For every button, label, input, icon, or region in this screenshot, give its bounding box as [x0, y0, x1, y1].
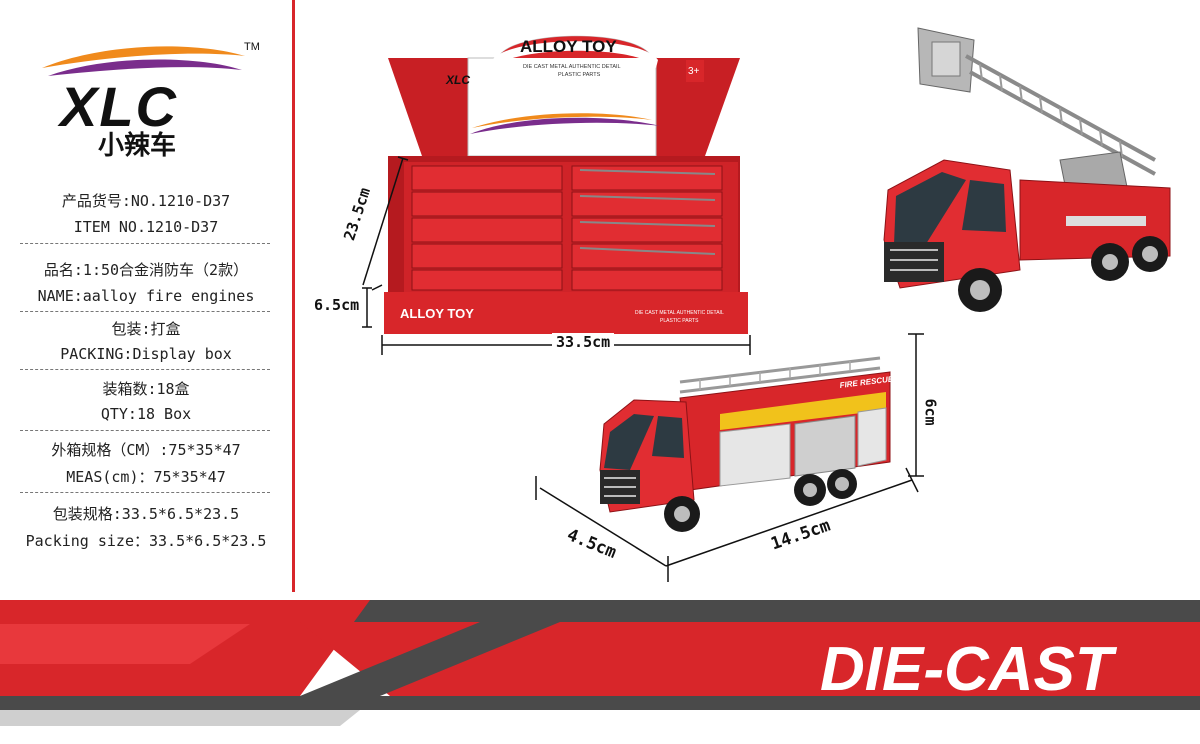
spec-meas-en: MEAS(cm)：75*35*47 [66, 468, 226, 486]
spec-packing-size-en: Packing size：33.5*6.5*23.5 [25, 532, 267, 550]
divider-line [292, 0, 295, 600]
spec-item-number-en: ITEM NO.1210-D37 [73, 218, 219, 236]
spec-meas-cn: 外箱规格（CM）:75*35*47 [51, 441, 241, 459]
box-front-panel [384, 292, 748, 334]
brand-logo: XLC TM 小辣车 [42, 41, 260, 161]
age-badge [686, 60, 704, 82]
box-front-subtitle: DIE CAST METAL AUTHENTIC DETAIL [635, 310, 724, 316]
spec-name-cn: 品名:1:50合金消防车（2款） [43, 261, 249, 279]
spec-packing-size-cn: 包装规格:33.5*6.5*23.5 [52, 505, 240, 523]
ladder-truck-image [883, 27, 1171, 312]
spec-packing-en: PACKING:Display box [60, 345, 232, 363]
truck-height-label: 6cm [921, 395, 940, 429]
logo-chinese-name: 小辣车 [98, 130, 176, 161]
boxed-trucks [411, 165, 723, 291]
age-badge-label: 3+ [688, 66, 700, 77]
die-cast-title: DIE-CAST [820, 635, 1118, 704]
box-lid-title: ALLOY TOY [520, 37, 617, 56]
fire-truck-wheels [664, 469, 857, 532]
logo-wordmark: XLC [57, 75, 178, 138]
ladder-truck-wheels [958, 236, 1168, 312]
spec-divider [20, 492, 270, 493]
display-box-illustration: ALLOY TOY DIE CAST METAL AUTHENTIC DETAI… [384, 35, 748, 334]
logo-swoosh-orange [42, 46, 245, 68]
box-width-label: 33.5cm [552, 333, 615, 351]
spec-qty-cn: 装箱数:18盒 [102, 380, 190, 398]
spec-name-en: NAME:aalloy fire engines [37, 287, 255, 305]
fire-truck-image: FIRE RESCUE [599, 356, 894, 532]
spec-divider [20, 369, 270, 370]
box-lid-subtitle: DIE CAST METAL AUTHENTIC DETAIL [523, 64, 621, 70]
box-lid-right-flap [655, 58, 740, 156]
box-mini-logo: XLC [445, 73, 470, 87]
box-lid-left-flap [388, 58, 470, 156]
box-front-subtitle-2: PLASTIC PARTS [660, 318, 699, 324]
logo-swoosh-purple [48, 59, 242, 76]
spec-item-number-cn: 产品货号:NO.1210-D37 [61, 192, 231, 210]
spec-divider [20, 430, 270, 431]
trademark-mark: TM [244, 41, 260, 53]
box-height-label: 6.5cm [314, 296, 360, 314]
box-lid-subtitle-2: PLASTIC PARTS [558, 72, 601, 78]
box-front-title: ALLOY TOY [400, 306, 474, 321]
spec-packing-cn: 包装:打盒 [111, 320, 181, 338]
spec-qty-en: QTY:18 Box [100, 405, 192, 423]
ladder-truck-body [883, 159, 1171, 289]
spec-divider [20, 311, 270, 312]
spec-divider [20, 243, 270, 244]
die-cast-banner: DIE-CAST [0, 592, 1200, 744]
